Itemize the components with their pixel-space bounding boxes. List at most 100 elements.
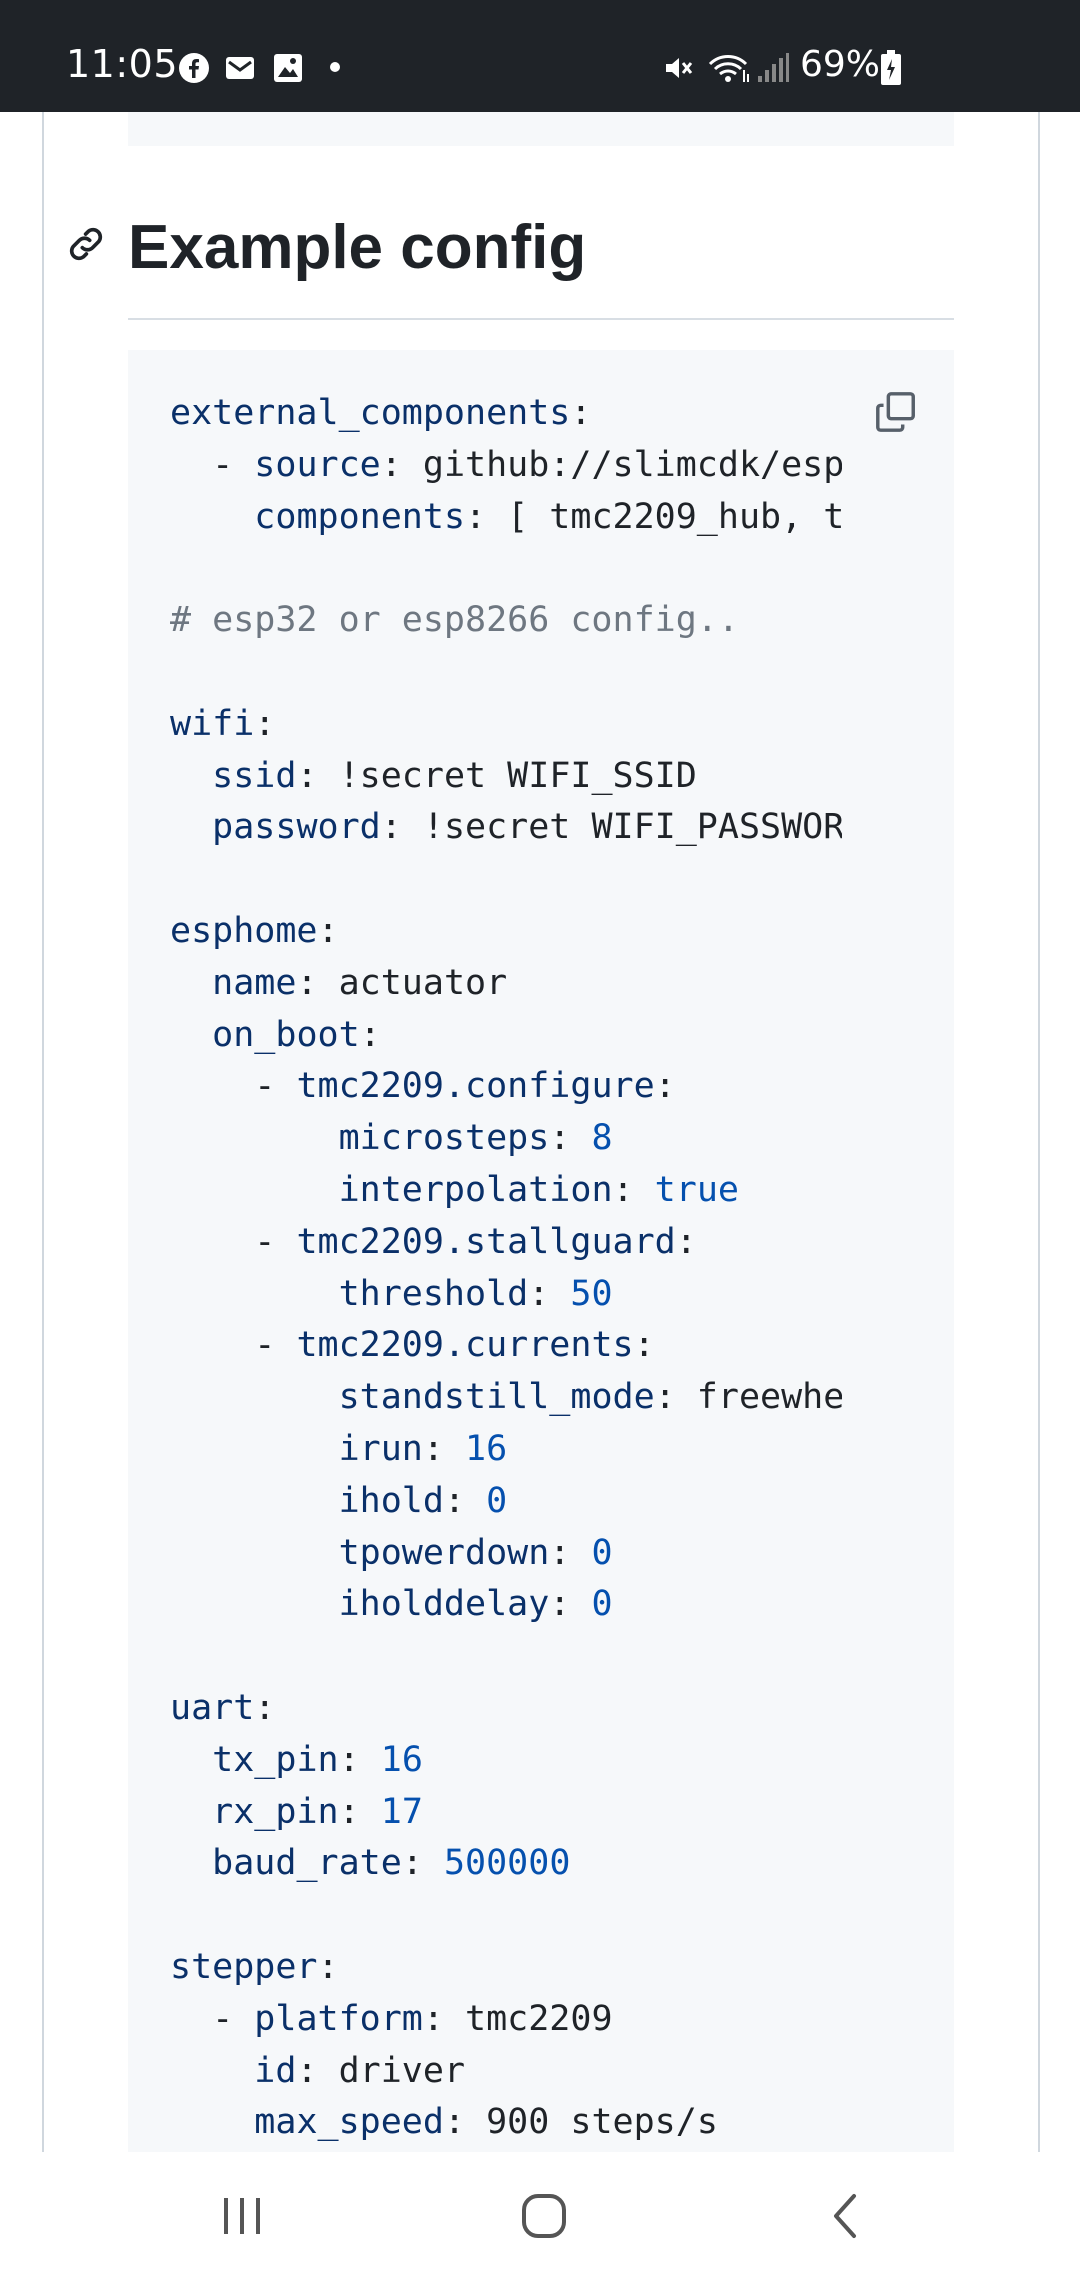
code-token: 0 bbox=[591, 1584, 613, 1625]
code-line: irun: 16 bbox=[170, 1424, 842, 1476]
code-token: : bbox=[549, 1584, 592, 1625]
code-token: 50 bbox=[570, 1273, 613, 1314]
code-token: 16 bbox=[465, 1428, 508, 1469]
code-token: : bbox=[254, 1687, 276, 1728]
code-line: - source: github://slimcdk/esp bbox=[170, 440, 842, 492]
code-line: - platform: tmc2209 bbox=[170, 1994, 842, 2046]
section-heading-wrap: Example config bbox=[128, 202, 954, 320]
code-token: name bbox=[212, 962, 297, 1003]
code-token: : tmc2209 bbox=[422, 1998, 613, 2039]
code-token bbox=[170, 1843, 212, 1883]
code-token: iholddelay bbox=[338, 1584, 550, 1625]
code-line: - tmc2209.configure: bbox=[170, 1061, 842, 1113]
code-line: interpolation: true bbox=[170, 1165, 842, 1217]
copy-button[interactable] bbox=[864, 380, 928, 444]
code-line bbox=[170, 1631, 842, 1683]
back-icon bbox=[834, 2194, 856, 2238]
code-token: - bbox=[170, 1325, 297, 1366]
code-line: wifi: bbox=[170, 699, 842, 751]
code-token: id bbox=[254, 2050, 297, 2091]
code-token: : !secret WIFI_SSID bbox=[296, 755, 697, 796]
code-token: wifi bbox=[170, 703, 255, 744]
battery-percent: 69% bbox=[800, 44, 881, 85]
code-token: : actuator bbox=[296, 962, 508, 1003]
code-line: uart: bbox=[170, 1683, 842, 1735]
code-token bbox=[170, 1481, 339, 1521]
status-time: 11:05 bbox=[66, 42, 179, 86]
code-token: true bbox=[654, 1169, 739, 1210]
code-token bbox=[170, 963, 212, 1003]
code-line: standstill_mode: freewhe bbox=[170, 1372, 842, 1424]
code-token: : bbox=[570, 393, 592, 433]
code-token bbox=[170, 1274, 339, 1314]
code-token bbox=[170, 1015, 212, 1055]
code-token: : driver bbox=[296, 2050, 466, 2091]
signal-icon bbox=[758, 53, 789, 82]
code-token: : bbox=[254, 703, 276, 744]
recent-apps-icon bbox=[224, 2198, 260, 2234]
recent-apps-button[interactable] bbox=[182, 2176, 302, 2256]
code-block: external_components: - source: github://… bbox=[128, 350, 954, 2152]
code-token: 17 bbox=[380, 1791, 423, 1832]
code-token: tmc2209.configure bbox=[296, 1066, 655, 1107]
link-anchor-icon[interactable] bbox=[64, 222, 108, 266]
code-line bbox=[170, 543, 842, 595]
code-token bbox=[170, 807, 212, 847]
code-line: name: actuator bbox=[170, 958, 842, 1010]
code-token bbox=[170, 1170, 339, 1210]
code-token: : bbox=[338, 1791, 381, 1832]
code-token: irun bbox=[338, 1428, 423, 1469]
code-line: iholddelay: 0 bbox=[170, 1579, 842, 1631]
status-bar: 11:05 69% bbox=[0, 0, 1080, 112]
code-token bbox=[170, 1377, 339, 1417]
code-token bbox=[170, 756, 212, 796]
code-token: 0 bbox=[486, 1480, 508, 1521]
code-token: : bbox=[359, 1014, 381, 1055]
copy-icon bbox=[876, 392, 915, 432]
code-line: tpowerdown: 0 bbox=[170, 1528, 842, 1580]
code-token: esphome bbox=[170, 910, 318, 951]
code-token bbox=[170, 2051, 254, 2091]
code-token: : bbox=[317, 1946, 339, 1987]
home-button[interactable] bbox=[484, 2176, 604, 2256]
code-token: : freewhe bbox=[654, 1377, 842, 1418]
code-token: source bbox=[254, 444, 381, 485]
code-token: - bbox=[170, 1998, 255, 2039]
code-token bbox=[170, 2102, 254, 2142]
code-token: # esp32 or esp8266 config.. bbox=[170, 600, 739, 641]
code-line: stepper: bbox=[170, 1942, 842, 1994]
code-line: baud_rate: 500000 bbox=[170, 1838, 842, 1890]
code-token: tmc2209.stallguard bbox=[296, 1221, 676, 1262]
previous-code-block bbox=[128, 112, 954, 146]
code-line: ihold: 0 bbox=[170, 1476, 842, 1528]
code-token: tmc2209.currents bbox=[296, 1325, 634, 1366]
notification-dot bbox=[330, 62, 340, 72]
code-line: id: driver bbox=[170, 2046, 842, 2098]
code-token: tx_pin bbox=[212, 1739, 339, 1780]
code-token bbox=[170, 1584, 339, 1624]
code-token bbox=[170, 497, 254, 537]
code-token bbox=[170, 1533, 339, 1573]
code-token: : bbox=[675, 1221, 697, 1262]
system-nav-bar bbox=[0, 2152, 1080, 2280]
page-content: Example config external_components: - so… bbox=[0, 112, 1080, 2152]
code-line: tx_pin: 16 bbox=[170, 1735, 842, 1787]
code-token bbox=[170, 1429, 339, 1469]
back-button[interactable] bbox=[786, 2176, 906, 2256]
page-border-left bbox=[42, 112, 44, 2152]
home-icon bbox=[522, 2194, 566, 2238]
code-line: # esp32 or esp8266 config.. bbox=[170, 595, 842, 647]
code-line: external_components: bbox=[170, 388, 842, 440]
code-line: components: [ tmc2209_hub, t bbox=[170, 492, 842, 544]
code-token: : bbox=[633, 1325, 655, 1366]
code-token: : !secret WIFI_PASSWOR bbox=[380, 807, 842, 848]
code-line: rx_pin: 17 bbox=[170, 1787, 842, 1839]
battery-icon bbox=[881, 50, 901, 85]
code-line: on_boot: bbox=[170, 1010, 842, 1062]
code-token: : bbox=[401, 1843, 444, 1884]
code-token: uart bbox=[170, 1687, 255, 1728]
code-line bbox=[170, 854, 842, 906]
code-token: microsteps bbox=[338, 1118, 550, 1159]
gallery-icon bbox=[274, 54, 302, 82]
section-heading: Example config bbox=[128, 213, 587, 282]
